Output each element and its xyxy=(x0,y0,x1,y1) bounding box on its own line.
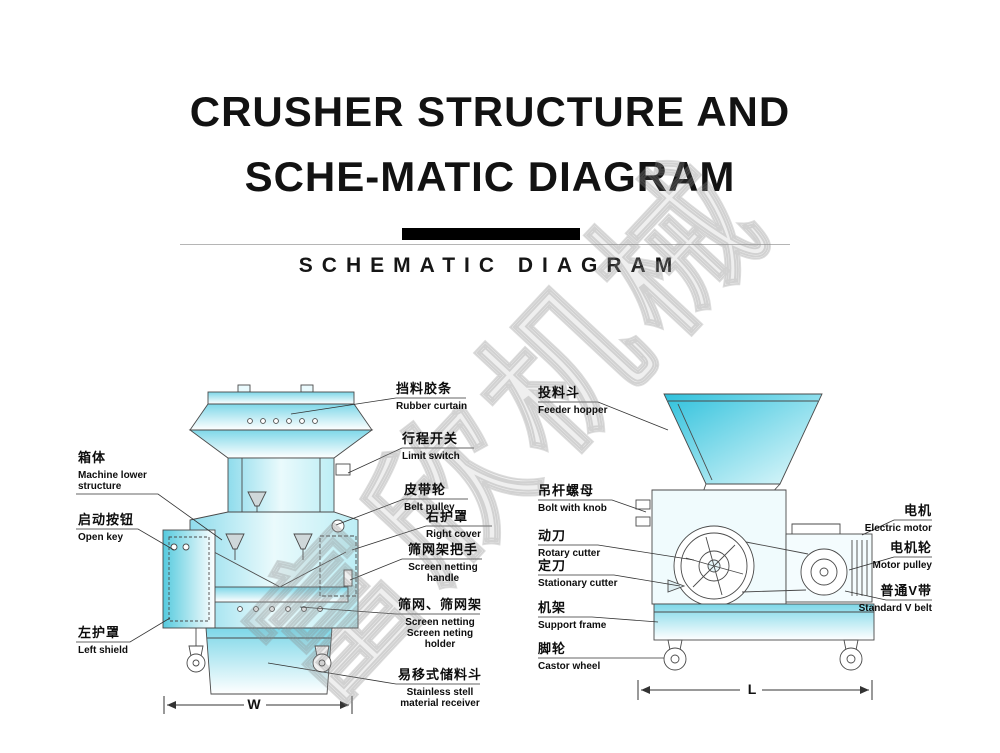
label-bolt-with-knob: 吊杆螺母 Bolt with knob xyxy=(538,483,607,514)
label-support-frame: 机架 Support frame xyxy=(538,600,606,631)
label-cn: 动刀 xyxy=(538,528,567,543)
dimension-w-label: W xyxy=(247,696,261,712)
label-cn: 启动按钮 xyxy=(78,512,135,527)
label-left-shield: 左护罩 Left shield xyxy=(78,625,128,656)
label-standard-v-belt: 普通V带 Standard V belt xyxy=(859,583,932,614)
label-en: Screen netting xyxy=(408,562,478,573)
label-en: structure xyxy=(78,481,122,492)
header-divider-line xyxy=(180,244,790,245)
label-cn: 筛网、筛网架 xyxy=(397,597,482,612)
label-en: Belt pulley xyxy=(404,502,455,513)
label-en: Motor pulley xyxy=(872,560,932,571)
label-en: Open key xyxy=(78,532,124,543)
label-screen-netting-handle: 筛网架把手 Screen netting handle xyxy=(402,542,484,584)
label-en: Rotary cutter xyxy=(538,548,601,559)
label-limit-switch: 行程开关 Limit switch xyxy=(402,431,460,462)
label-cn: 机架 xyxy=(538,600,567,615)
leader-lines xyxy=(76,397,932,685)
label-cn: 投料斗 xyxy=(538,385,581,400)
dimension-l xyxy=(637,680,873,700)
label-en: Screen neting holder xyxy=(406,628,474,650)
label-feeder-hopper: 投料斗 Feeder hopper xyxy=(538,385,607,416)
label-cn: 易移式储料斗 xyxy=(397,667,482,682)
label-en: Left shield xyxy=(78,645,129,656)
label-belt-pulley: 皮带轮 Belt pulley xyxy=(404,482,455,513)
label-electric-motor: 电机 Electric motor xyxy=(865,503,932,534)
front-view-drawing xyxy=(162,384,374,695)
label-en: Bolt with knob xyxy=(538,503,607,514)
label-cn: 左护罩 xyxy=(78,625,121,640)
label-machine-lower-structure: 箱体 Machine lower structure xyxy=(78,450,147,492)
label-cn: 筛网架把手 xyxy=(407,542,478,557)
label-cn: 电机轮 xyxy=(889,540,932,555)
label-cn: 右护罩 xyxy=(426,509,469,524)
page-title-line-1: CRUSHER STRUCTURE AND xyxy=(189,88,791,135)
label-cn: 脚轮 xyxy=(538,641,567,656)
label-cn: 定刀 xyxy=(538,558,567,573)
label-en: Stainless stell xyxy=(406,687,474,698)
dimension-w xyxy=(163,696,353,714)
label-cn: 普通V带 xyxy=(880,583,932,598)
label-en: handle xyxy=(426,573,460,584)
title-underline-bar xyxy=(402,228,580,240)
dimension-l-label: L xyxy=(747,681,757,697)
label-en: Feeder hopper xyxy=(538,405,608,416)
label-en: Screen netting xyxy=(405,617,475,628)
label-cn: 吊杆螺母 xyxy=(538,483,595,498)
label-open-key: 启动按钮 Open key xyxy=(78,512,134,543)
label-cn: 箱体 xyxy=(78,450,107,465)
label-cn: 电机 xyxy=(903,503,932,518)
label-en: Castor wheel xyxy=(538,661,601,672)
label-right-cover: 右护罩 Right cover xyxy=(426,509,481,540)
side-view-drawing xyxy=(635,393,875,671)
label-en: Rubber curtain xyxy=(396,401,468,412)
page-title-line-2: SCHE-MATIC DIAGRAM xyxy=(244,153,736,200)
label-en: Right cover xyxy=(426,529,482,540)
label-stationary-cutter: 定刀 Stationary cutter xyxy=(538,558,617,589)
label-cn: 挡料胶条 xyxy=(396,381,453,396)
label-en: Support frame xyxy=(538,620,607,631)
label-en: material receiver xyxy=(400,698,480,709)
label-en: Machine lower xyxy=(78,470,147,481)
label-en: Electric motor xyxy=(864,523,932,534)
label-cn: 皮带轮 xyxy=(404,482,447,497)
label-motor-pulley: 电机轮 Motor pulley xyxy=(873,540,932,571)
label-rotary-cutter: 动刀 Rotary cutter xyxy=(538,528,600,559)
label-en: Stationary cutter xyxy=(538,578,618,589)
label-en: Standard V belt xyxy=(858,603,932,614)
label-castor-wheel: 脚轮 Castor wheel xyxy=(538,641,600,672)
label-cn: 行程开关 xyxy=(402,431,459,446)
label-material-receiver: 易移式储料斗 Stainless stell material receiver xyxy=(392,667,488,709)
page-subtitle: SCHEMATIC DIAGRAM xyxy=(298,254,682,277)
label-rubber-curtain: 挡料胶条 Rubber curtain xyxy=(396,381,467,412)
label-en: Limit switch xyxy=(402,451,460,462)
label-screen-netting-holder: 筛网、筛网架 Screen netting Screen neting hold… xyxy=(392,597,488,650)
